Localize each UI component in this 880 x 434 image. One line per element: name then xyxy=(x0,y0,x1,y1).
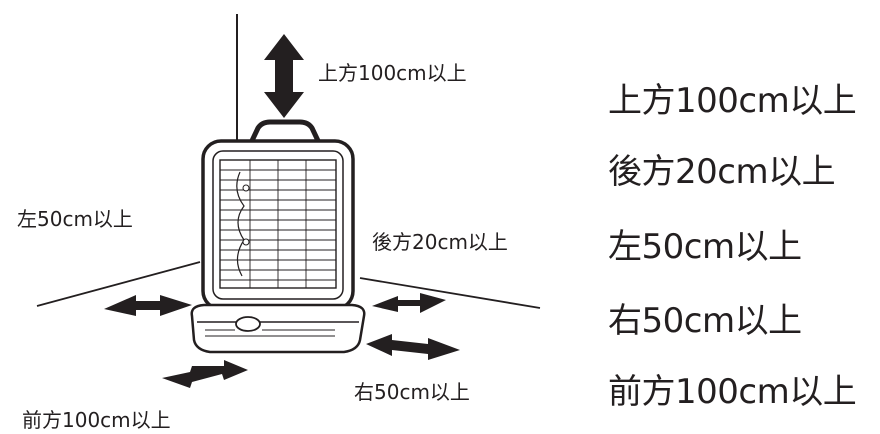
right-clearance-arrows xyxy=(366,293,460,360)
heater-unit xyxy=(190,119,366,354)
base-dial xyxy=(235,316,261,332)
front-clearance-arrow xyxy=(162,360,248,388)
label-top: 上方100cm以上 xyxy=(318,61,467,85)
top-clearance-arrow xyxy=(264,34,304,118)
clearance-list-item: 右50cm以上 xyxy=(608,301,802,341)
clearance-list: 上方100cm以上 後方20cm以上 左50cm以上 右50cm以上 前方100… xyxy=(608,0,880,434)
heater-handle xyxy=(247,119,323,148)
label-left: 左50cm以上 xyxy=(17,207,133,231)
clearance-list-item: 後方20cm以上 xyxy=(608,152,836,192)
clearance-list-item: 左50cm以上 xyxy=(608,227,802,267)
heater-illustration xyxy=(36,14,541,388)
floor-left-line xyxy=(36,261,201,307)
left-clearance-arrows xyxy=(104,295,192,316)
label-right: 右50cm以上 xyxy=(354,380,470,404)
heater-base xyxy=(190,303,366,354)
clearance-list-item: 前方100cm以上 xyxy=(608,372,857,412)
label-back: 後方20cm以上 xyxy=(372,230,508,254)
clearance-list-item: 上方100cm以上 xyxy=(608,81,857,121)
label-front: 前方100cm以上 xyxy=(22,408,171,432)
floor-right-line xyxy=(359,277,541,309)
